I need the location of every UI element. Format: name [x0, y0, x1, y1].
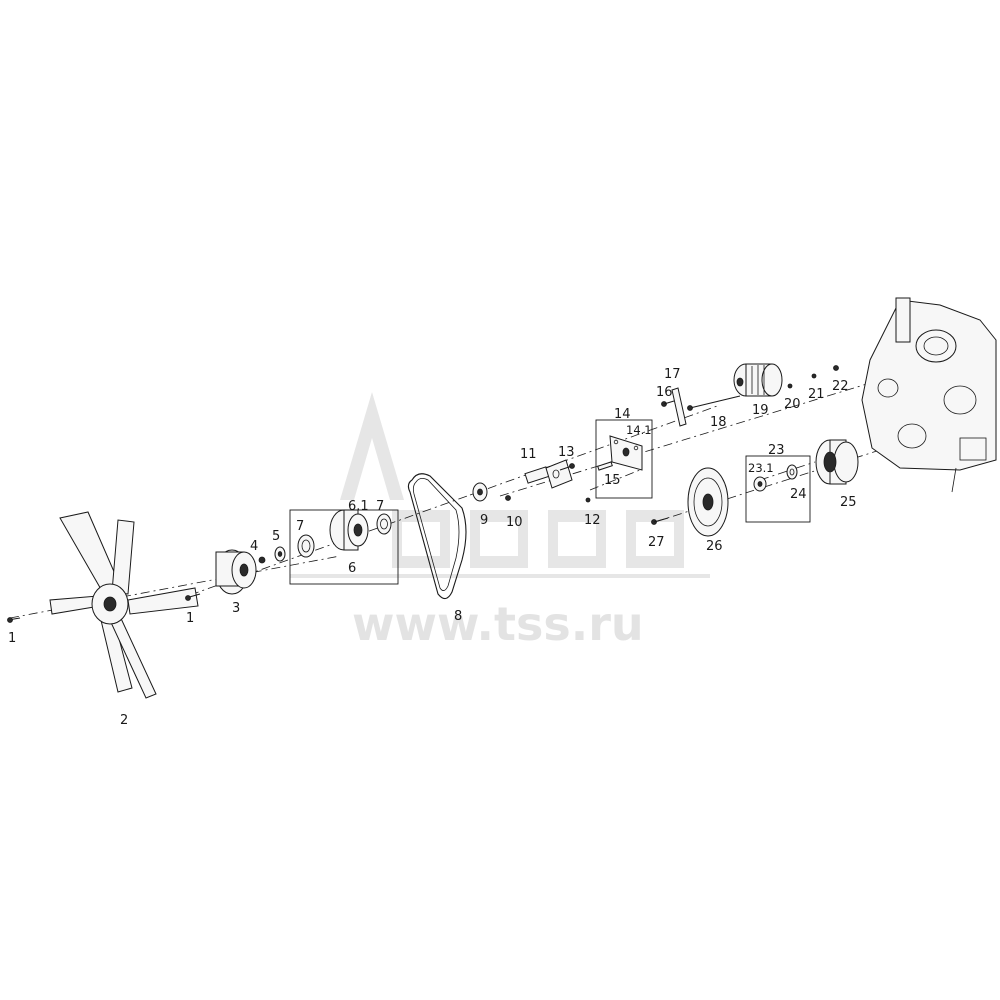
washer-5-part	[274, 546, 286, 562]
crank-pulley-part	[815, 439, 859, 485]
damper-assembly-frame	[745, 455, 811, 523]
bolt-27-part	[651, 517, 669, 525]
idler-pulley-part	[329, 509, 369, 551]
label-screw-10: 10	[506, 515, 523, 530]
long-bolt-part	[687, 395, 741, 411]
bearing-right-part	[376, 513, 392, 535]
bearing-left-part	[297, 534, 315, 558]
label-washer-20: 20	[784, 397, 801, 412]
label-bracket-plate: 14.1	[626, 423, 652, 437]
label-idler-assembly: 6	[348, 561, 356, 576]
label-bolt-16: 16	[656, 385, 673, 400]
label-fan: 2	[120, 713, 128, 728]
fan-part	[49, 511, 199, 699]
label-pulley: 26	[706, 539, 723, 554]
label-fan-bolt: 1	[8, 631, 16, 646]
label-washer-4: 4	[250, 539, 258, 554]
bolt-16-part	[661, 400, 675, 407]
nut-part	[472, 482, 488, 502]
belt-part	[407, 473, 467, 600]
label-tensioner-shaft: 11	[520, 447, 537, 462]
label-strap: 17	[664, 367, 681, 382]
watermark-logo: www.tss.ru	[290, 392, 710, 651]
label-pin-12: 12	[584, 513, 601, 528]
nut-22-part	[833, 365, 839, 371]
stud-15-part	[597, 461, 613, 471]
washer-24-part	[786, 464, 798, 480]
watermark-url: www.tss.ru	[352, 597, 644, 651]
label-belt: 8	[454, 609, 462, 624]
screw-10-part	[505, 495, 511, 501]
bolt-13-part	[559, 463, 575, 471]
fan-bolt-part	[7, 617, 21, 623]
label-bolt-13: 13	[558, 445, 575, 460]
engine-front-cover-part	[861, 297, 997, 493]
label-bearing-left: 7	[296, 519, 304, 534]
label-alternator: 19	[752, 403, 769, 418]
label-damper-bolt: 23.1	[748, 461, 774, 475]
pin-12-part	[585, 497, 591, 503]
label-hub-bolt: 1	[186, 611, 194, 626]
bracket-plate-part	[609, 435, 643, 471]
fan-hub-part	[215, 549, 257, 595]
label-long-bolt: 18	[710, 415, 727, 430]
label-washer-5: 5	[272, 529, 280, 544]
label-nut-22: 22	[832, 379, 849, 394]
washer-20-part	[787, 383, 793, 389]
label-stud-15: 15	[604, 473, 621, 488]
strap-part	[671, 387, 687, 427]
tensioner-shaft-part	[524, 459, 573, 489]
assembly-axes	[9, 379, 881, 619]
washer-4-part	[258, 556, 266, 564]
washer-21-part	[811, 373, 817, 379]
hub-bolt-part	[185, 593, 201, 601]
label-bracket-assembly: 14	[614, 407, 631, 422]
label-bearing-right: 7	[376, 499, 384, 514]
damper-bolt-part	[753, 476, 767, 492]
label-washer-24: 24	[790, 487, 807, 502]
label-damper-assembly: 23	[768, 443, 785, 458]
pulley-26-part	[687, 467, 729, 537]
part-labels: 1 2 3 1 4 5 7 6.1 7 6 8 9 10 11 12 13 14…	[8, 367, 857, 728]
label-nut: 9	[480, 513, 488, 528]
label-idler-pulley: 6.1	[348, 499, 369, 514]
label-bolt-27: 27	[648, 535, 665, 550]
label-washer-21: 21	[808, 387, 825, 402]
bracket-assembly-frame	[595, 419, 653, 499]
label-fan-hub: 3	[232, 601, 240, 616]
label-crank-pulley: 25	[840, 495, 857, 510]
alternator-part	[733, 363, 783, 397]
